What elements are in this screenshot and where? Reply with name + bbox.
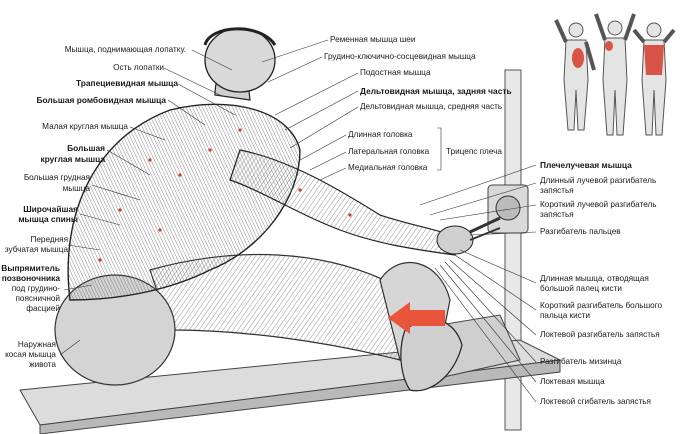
label-scapular-spine: Ость лопатки — [113, 63, 164, 72]
label-erector-2: позвоночника — [1, 273, 60, 283]
label-ext-digiti-minimi: Разгибатель мизинца — [540, 357, 622, 366]
label-splenius: Ременная мышца шеи — [330, 35, 416, 44]
label-anconeus: Локтевая мышца — [540, 377, 605, 386]
label-ecu: Локтевой разгибатель запястья — [540, 330, 660, 339]
label-ecrl-1: Длинный лучевой разгибатель — [540, 176, 657, 185]
label-ecrl-2: запястья — [540, 186, 574, 195]
label-ext-digitorum: Разгибатель пальцев — [540, 227, 621, 236]
figure-body — [54, 27, 501, 392]
label-teres-major-1: Большая — [67, 143, 105, 153]
label-apl-1: Длинная мышца, отводящая — [540, 274, 649, 283]
label-serratus-2: зубчатая мышца — [4, 245, 68, 254]
label-ecrb-2: запястья — [540, 210, 574, 219]
label-ecrb-1: Короткий лучевой разгибатель — [540, 200, 657, 209]
label-mid-delt: Дельтовидная мышца, средняя часть — [360, 102, 503, 111]
label-apl-2: большой палец кисти — [540, 284, 622, 293]
label-lat-1: Широчайшая — [23, 204, 78, 214]
anatomy-thumbnails-icon — [554, 13, 676, 136]
label-erector-4: поясничной — [15, 294, 60, 303]
label-erector-5: фасцией — [26, 304, 60, 313]
label-triceps: Трицепс плеча — [446, 147, 502, 156]
label-epb-1: Короткий разгибатель большого — [540, 301, 663, 310]
label-teres-major-2: круглая мышца — [40, 154, 105, 164]
label-ext-oblique-1: Наружная — [17, 340, 56, 349]
label-epb-2: пальца кисти — [540, 311, 591, 320]
label-triceps-long: Длинная головка — [348, 130, 413, 139]
label-scm: Грудино-ключично-сосцевидная мышца — [324, 52, 476, 61]
label-rear-delt: Дельтовидная мышца, задняя часть — [360, 86, 512, 96]
label-erector-1: Выпрямитель — [1, 263, 60, 273]
label-pec-major-1: Большая грудная — [23, 173, 90, 182]
label-triceps-medial: Медиальная головка — [348, 163, 428, 172]
label-serratus-1: Передняя — [30, 235, 68, 244]
label-ext-oblique-2: косая мышца — [5, 350, 56, 359]
label-erector-3: под грудино- — [11, 284, 60, 293]
label-rhomboid-major: Большая ромбовидная мышца — [36, 95, 166, 105]
leader-lines-right — [261, 39, 537, 403]
label-lat-2: мышца спины — [18, 214, 78, 224]
label-triceps-lateral: Латеральная головка — [348, 147, 430, 156]
leader-lines-left — [59, 49, 236, 356]
label-ext-oblique-3: живота — [29, 360, 56, 369]
motion-arrow-icon — [388, 302, 445, 334]
label-infraspinatus: Подостная мышца — [360, 68, 431, 77]
label-levator-scapulae: Мышца, поднимающая лопатку. — [64, 45, 186, 54]
label-trapezius: Трапециевидная мышца — [75, 78, 178, 88]
label-teres-minor: Малая круглая мышца — [42, 122, 128, 131]
label-brachioradialis: Плечелучевая мышца — [540, 160, 632, 170]
label-fcu: Локтевой сгибатель запястья — [540, 397, 651, 406]
label-pec-major-2: мышца — [62, 184, 90, 193]
